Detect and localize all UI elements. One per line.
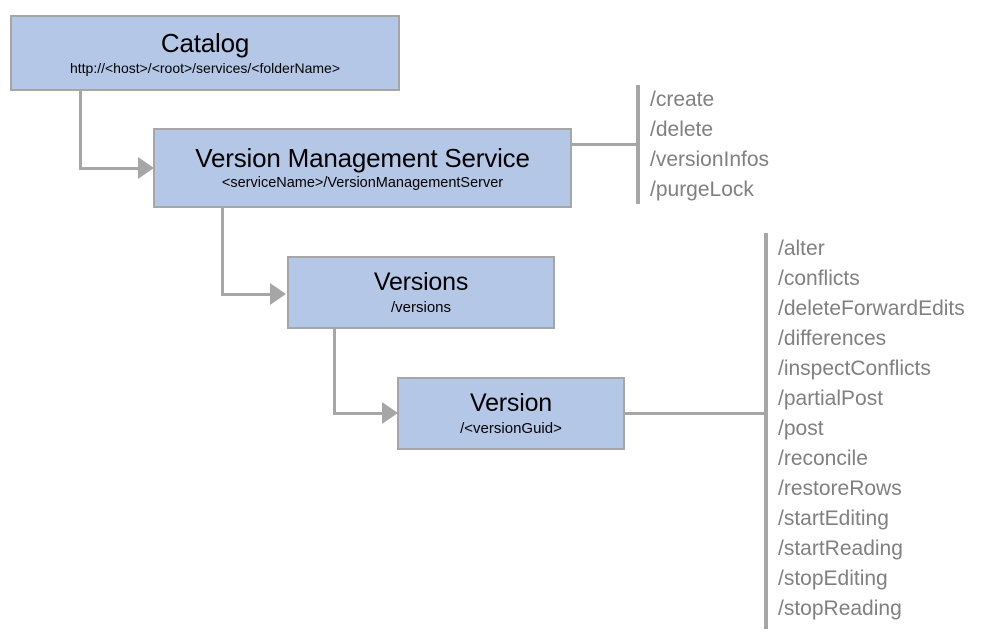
connector-versions-to-version-horizontal [333,412,386,415]
node-version-title: Version [470,389,552,418]
operation-item[interactable]: /differences [778,327,887,350]
connector-service-to-operations [572,143,638,146]
connector-versions-to-version-arrowhead [382,402,398,424]
connector-catalog-to-service-horizontal [79,167,142,170]
operation-item[interactable]: /restoreRows [778,477,902,500]
operation-list-service: /create /delete /versionInfos /purgeLock [650,85,769,205]
node-version-management-service[interactable]: Version Management Service <serviceName>… [153,128,572,208]
operation-item[interactable]: /stopReading [778,597,902,620]
connector-service-to-versions-vertical [221,208,224,296]
node-catalog-subtitle: http://<host>/<root>/services/<folderNam… [69,60,341,77]
connector-service-to-versions-arrowhead [270,283,286,305]
operation-item[interactable]: /inspectConflicts [778,357,931,380]
operation-item[interactable]: /post [778,417,824,440]
connector-versions-to-version-vertical [333,329,336,415]
operation-item[interactable]: /startEditing [778,507,889,530]
node-version-management-service-subtitle: <serviceName>/VersionManagementServer [221,174,504,191]
connector-version-to-operations [625,412,767,415]
operation-item[interactable]: /reconcile [778,447,868,470]
operation-item[interactable]: /alter [778,237,825,260]
connector-service-to-versions-horizontal [221,293,274,296]
node-version[interactable]: Version /<versionGuid> [397,377,625,450]
operation-rail-version [764,233,768,629]
connector-catalog-to-service-vertical [79,91,82,170]
node-catalog-title: Catalog [160,27,250,58]
operation-item[interactable]: /create [650,88,715,111]
operation-item[interactable]: /partialPost [778,387,884,410]
node-versions[interactable]: Versions /versions [287,256,555,329]
node-versions-subtitle: /versions [390,298,452,316]
node-versions-title: Versions [373,268,469,297]
operation-item[interactable]: /stopEditing [778,567,888,590]
operation-item[interactable]: /delete [650,118,714,141]
operation-item[interactable]: /purgeLock [650,178,754,201]
node-version-subtitle: /<versionGuid> [460,419,562,437]
operation-list-version: /alter /conflicts /deleteForwardEdits /d… [778,234,965,624]
operation-item[interactable]: /versionInfos [650,148,770,171]
operation-item[interactable]: /deleteForwardEdits [778,297,965,320]
node-catalog[interactable]: Catalog http://<host>/<root>/services/<f… [10,15,400,91]
node-version-management-service-title: Version Management Service [195,142,530,173]
operation-rail-service [636,85,640,204]
operation-item[interactable]: /startReading [778,537,903,560]
connector-catalog-to-service-arrowhead [138,157,154,179]
operation-item[interactable]: /conflicts [778,267,860,290]
